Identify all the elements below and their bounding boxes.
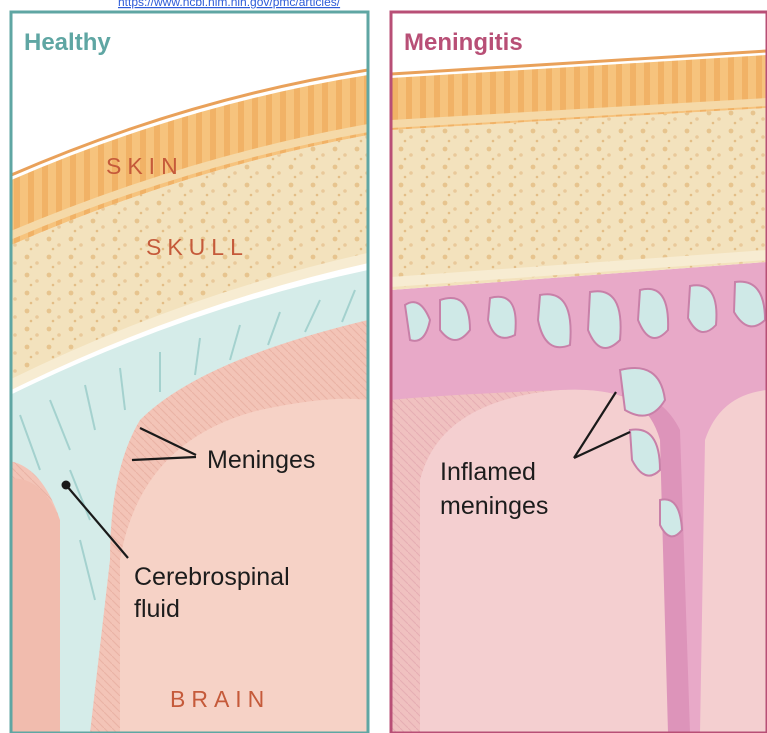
- csf-label-line1: Cerebrospinal: [134, 563, 290, 591]
- skull-label: SKULL: [146, 234, 249, 260]
- healthy-title: Healthy: [24, 29, 111, 56]
- skin-label: SKIN: [106, 153, 184, 179]
- inflamed-label-line1: Inflamed: [440, 458, 536, 486]
- csf-label-line2: fluid: [134, 595, 180, 623]
- healthy-panel: [0, 12, 368, 733]
- source-link[interactable]: https://www.ncbi.nlm.nih.gov/pmc/article…: [118, 0, 341, 9]
- meningitis-title: Meningitis: [404, 29, 523, 56]
- inflamed-label-line2: meninges: [440, 492, 548, 520]
- brain-label: BRAIN: [170, 686, 270, 712]
- meningitis-panel: [391, 12, 767, 733]
- meninges-label: Meninges: [207, 446, 315, 474]
